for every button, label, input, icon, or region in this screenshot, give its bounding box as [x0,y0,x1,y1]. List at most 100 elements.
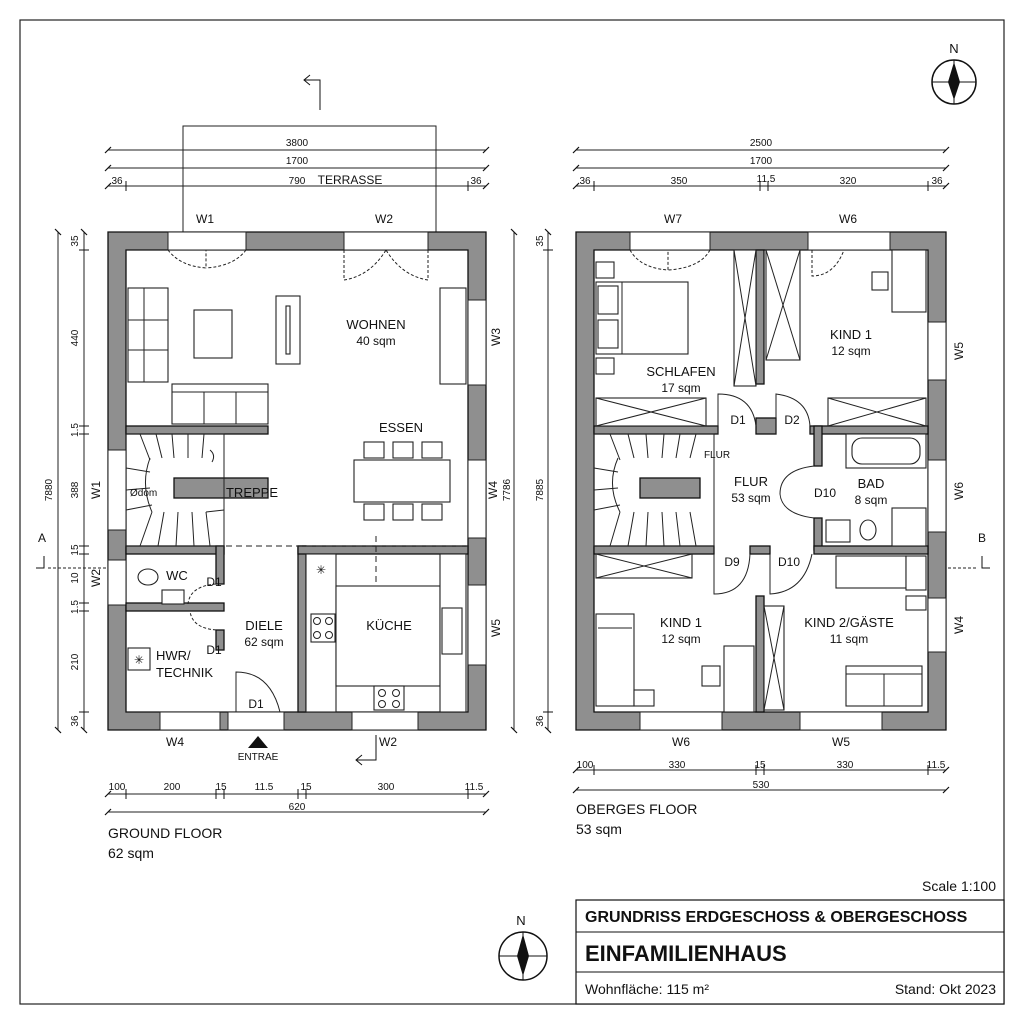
dim-bottom-1: 200 [164,782,181,793]
dim-left-5: 10 [70,572,81,584]
upper-floor-label: OBERGES FLOOR [576,801,697,817]
room-flur-area: 53 sqm [731,491,770,505]
dim-bottom-4: 15 [300,782,312,793]
label-w2-left: W2 [89,569,103,587]
room-wohnen: WOHNEN [346,317,405,332]
ground-opening-labels: W1 W2 W3 W4 W5 W1 W2 D1 D1 D1 W4 W2 [89,212,503,749]
label-w3: W3 [489,328,503,346]
dim-1700-upper: 1700 [750,156,773,167]
dim-bottom-3: 11.5 [255,782,274,793]
label-w4-bottom: W4 [166,735,184,749]
ground-furniture: ✳ ✳ [127,287,467,713]
label-w6-bottom: W6 [672,735,690,749]
north-label-bottom: N [516,913,525,928]
ground-doors [167,249,429,713]
room-kind1-top: KIND 1 [830,327,872,342]
ground-right-dimension: 7786 [502,228,518,734]
dim-up-bottom-0: 100 [577,760,594,771]
room-wohnen-area: 40 sqm [356,334,395,348]
room-kind1-top-area: 12 sqm [831,344,870,358]
upper-top-dimensions: 2500 1700 36 350 11.5 320 36 [572,138,950,191]
dim-left-0: 35 [70,235,81,247]
dim-bottom-total: 620 [289,802,306,813]
label-w2-bottom: W2 [379,735,397,749]
ground-top-dimensions: 3800 1700 790 36 36 [104,138,490,191]
upper-floor-area: 53 sqm [576,821,622,837]
dim-up-left-1: 7885 [535,478,546,501]
room-treppe: TREPPE [226,485,278,500]
sheet-border [19,19,1005,1005]
room-kind2: KIND 2/GÄSTE [804,615,894,630]
label-d1-hwr: D1 [206,643,222,657]
drawing-date: Stand: Okt 2023 [895,981,996,997]
project-name: EINFAMILIENHAUS [585,941,787,966]
upper-furniture [593,249,927,713]
upper-wardrobes [595,249,927,711]
entrance-marker: ENTRAE [238,736,279,763]
dim-36-right: 36 [470,176,482,187]
ground-exterior-walls [107,231,487,731]
dim-2500: 2500 [750,138,773,149]
dim-3800: 3800 [286,138,309,149]
room-wc: WC [166,568,188,583]
room-flur: FLUR [734,474,768,489]
dim-right-total: 7786 [502,478,513,501]
upper-bottom-dimensions: 100 330 15 330 11.5 530 [572,760,950,794]
label-w7: W7 [664,212,682,226]
ground-room-labels: WOHNEN 40 sqm ESSEN TREPPE WC DIELE 62 s… [156,317,423,680]
dim-left-8: 36 [70,715,81,727]
dim-up-bottom-1: 330 [669,760,686,771]
label-w6-right: W6 [952,482,966,500]
label-d1-wc: D1 [206,575,222,589]
dim-up-bottom-3: 330 [837,760,854,771]
section-b-label: B [978,531,986,545]
dim-790: 790 [289,176,306,187]
dim-left-total: 7880 [44,478,55,501]
room-schlafen: SCHLAFEN [646,364,715,379]
dim-bottom-2: 15 [215,782,227,793]
ground-bottom-dimensions: 100 200 15 11.5 15 300 11.5 620 [104,782,490,816]
dim-up-a: 36 [579,176,591,187]
room-kind2-area: 11 sqm [830,632,868,646]
north-arrow-top: N [931,41,977,105]
label-w2-top: W2 [375,212,393,226]
terrace-label: TERRASSE [318,173,383,187]
section-a-label: A [38,531,46,545]
svg-text:✳: ✳ [134,653,144,667]
dim-bottom-0: 100 [109,782,126,793]
label-d1-upper: D1 [730,413,746,427]
dim-left-2: 1.5 [70,423,81,437]
room-kind1-bottom-area: 12 sqm [661,632,700,646]
section-a-marker: A [36,531,106,569]
room-hwr: HWR/ [156,648,191,663]
upper-exterior-walls [575,231,947,731]
dim-up-d: 320 [840,176,857,187]
upper-floor-plan: 2500 1700 36 350 11.5 320 36 [535,138,990,837]
label-w5: W5 [489,619,503,637]
dim-up-bottom-2: 15 [754,760,766,771]
svg-text:✳: ✳ [316,563,326,577]
label-d1-entry: D1 [248,697,264,711]
label-d10: D10 [778,555,800,569]
label-w6-top: W6 [839,212,857,226]
room-schlafen-area: 17 sqm [661,381,700,395]
ground-left-dimensions: 7880 35 440 1.5 388 15 10 1.5 210 36 [44,228,89,734]
dim-left-6: 1.5 [70,600,81,614]
north-label: N [949,41,958,56]
room-bad-area: 8 sqm [855,493,888,507]
label-w1-top: W1 [196,212,214,226]
dim-left-4: 15 [70,544,81,556]
title-block: Scale 1:100 GRUNDRISS ERDGESCHOSS & OBER… [575,878,1005,1005]
dim-up-left-0: 35 [535,235,546,247]
ground-floor-plan: TERRASSE 3800 1700 790 36 36 [36,74,518,861]
label-d2: D2 [784,413,800,427]
stair-note: Ødom [130,488,157,499]
dim-left-1: 440 [70,329,81,346]
living-area: Wohnfläche: 115 m² [585,981,709,997]
room-bad: BAD [858,476,885,491]
room-technik: TECHNIK [156,665,213,680]
scale-label: Scale 1:100 [922,878,996,894]
ground-stairs: Ødom [125,433,225,547]
upper-opening-labels: W7 W6 W5 W6 W4 D1 D2 D10 D9 D10 W6 W5 [664,212,966,749]
